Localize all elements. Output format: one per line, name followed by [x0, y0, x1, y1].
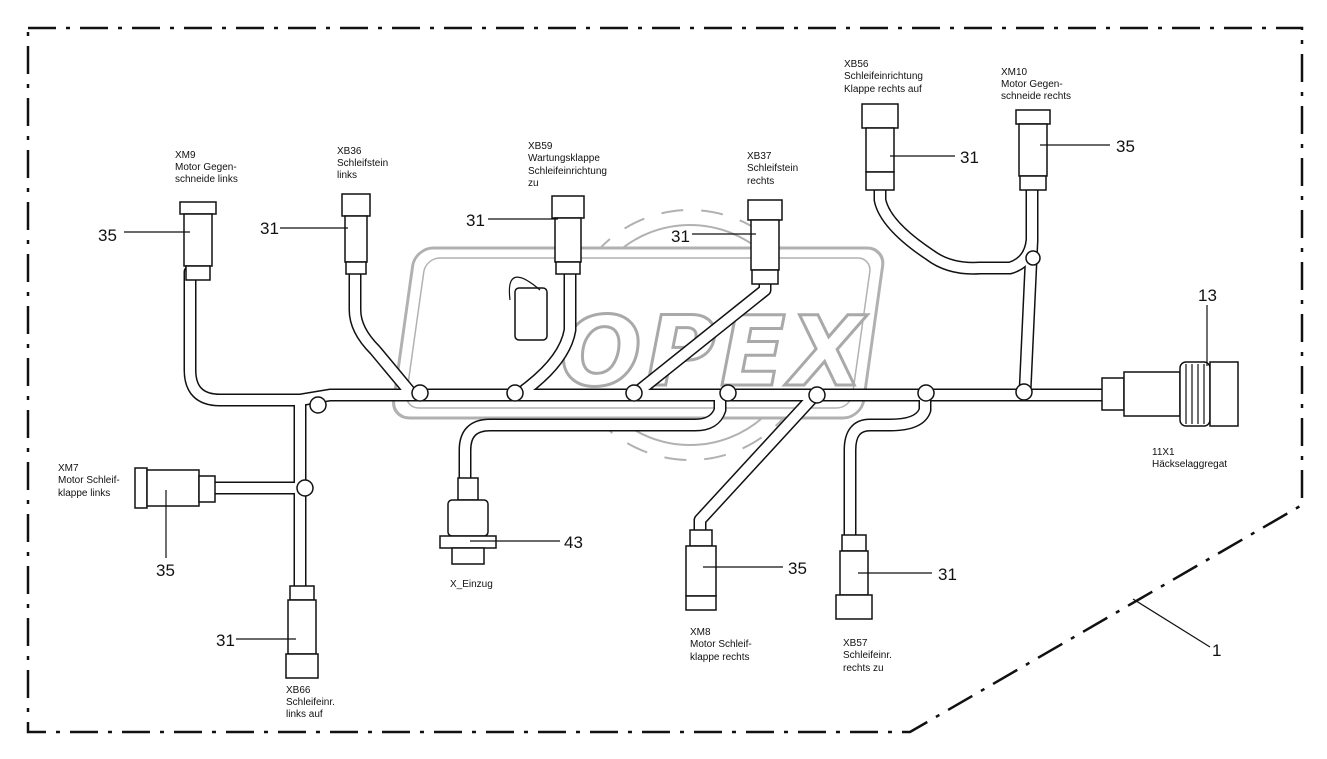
connector-xm9: [179, 201, 217, 281]
svg-text:Motor Schleif-: Motor Schleif-: [690, 639, 752, 650]
connector-xm8: [685, 529, 717, 611]
connector-xb37: [747, 199, 783, 285]
svg-text:Schleifstein: Schleifstein: [337, 158, 388, 169]
assembly-boundary: [26, 26, 1304, 734]
connector-xb56: [861, 103, 899, 191]
svg-text:Wartungsklappe: Wartungsklappe: [528, 153, 600, 164]
svg-text:Schleifeinrichtung: Schleifeinrichtung: [844, 71, 923, 82]
svg-text:schneide rechts: schneide rechts: [1001, 91, 1071, 102]
svg-text:rechts: rechts: [747, 176, 774, 187]
svg-text:XB66: XB66: [286, 685, 311, 696]
callout-xm8: 35: [788, 559, 807, 578]
callout-xb56: 31: [960, 148, 979, 167]
label-x-einzug: X_Einzug: [450, 579, 493, 590]
wire-segment-6: [873, 178, 1039, 275]
svg-text:Motor Gegen-: Motor Gegen-: [175, 162, 237, 173]
callout-xm7: 35: [156, 561, 175, 580]
svg-text:X_Einzug: X_Einzug: [450, 579, 493, 590]
svg-text:Schleifeinr.: Schleifeinr.: [843, 650, 892, 661]
svg-text:schneide links: schneide links: [175, 174, 238, 185]
svg-text:zu: zu: [528, 178, 539, 189]
connector-xm10: [1015, 109, 1051, 191]
label-xb36: XB36 Schleifstein links: [337, 146, 388, 181]
connector-xb59: [508, 195, 585, 341]
label-11x1: 11X1 Häckselaggregat: [1152, 447, 1227, 470]
svg-text:Schleifstein: Schleifstein: [747, 163, 798, 174]
label-xb66: XB66 Schleifeinr. links auf: [286, 685, 335, 720]
connector-xb57: [835, 534, 873, 620]
connectors: [134, 103, 1239, 679]
svg-text:Schleifeinrichtung: Schleifeinrichtung: [528, 166, 607, 177]
callout-xm9: 35: [98, 226, 117, 245]
wire-core-4: [520, 267, 575, 395]
connector-xm7: [134, 467, 216, 509]
connector-xb66: [285, 585, 319, 679]
wire-clips: [296, 250, 1041, 497]
connector-x-einzug: [439, 477, 497, 565]
svg-text:XM7: XM7: [58, 463, 79, 474]
callout-einzug: 43: [564, 533, 583, 552]
svg-text:XB56: XB56: [844, 59, 869, 70]
callout-xb66: 31: [216, 631, 235, 650]
callout-xb59: 31: [466, 211, 485, 230]
label-xb59: XB59 Wartungsklappe Schleifeinrichtung z…: [528, 141, 607, 189]
callout-main: 13: [1198, 286, 1217, 305]
label-xm10: XM10 Motor Gegen- schneide rechts: [1001, 67, 1071, 102]
callout-xb36: 31: [260, 219, 279, 238]
svg-text:klappe links: klappe links: [58, 488, 110, 499]
label-xb57: XB57 Schleifeinr. rechts zu: [843, 638, 892, 674]
svg-text:Motor Schleif-: Motor Schleif-: [58, 475, 120, 486]
callout-xm10: 35: [1116, 137, 1135, 156]
svg-text:Schleifeinr.: Schleifeinr.: [286, 697, 335, 708]
callout-numbers: 35 31 31 31 31 35 13 35 43 35 31 31 1: [98, 137, 1221, 660]
connector-xb36: [341, 193, 371, 275]
label-xm9: XM9 Motor Gegen- schneide links: [175, 150, 238, 185]
svg-text:XM10: XM10: [1001, 67, 1028, 78]
svg-text:XM8: XM8: [690, 627, 711, 638]
callout-xb37: 31: [671, 227, 690, 246]
wire-cores: [185, 180, 1115, 595]
svg-text:links: links: [337, 170, 357, 181]
wire-core-10: [845, 390, 930, 540]
wire-core-3: [350, 267, 415, 397]
leader-lines: [124, 144, 1211, 648]
svg-text:XB37: XB37: [747, 151, 772, 162]
svg-text:rechts zu: rechts zu: [843, 663, 884, 674]
connector-labels: XM9 Motor Gegen- schneide links XB36 Sch…: [58, 59, 1227, 720]
callout-xb57: 31: [938, 565, 957, 584]
harness-wires: [183, 178, 1117, 597]
svg-text:Motor Gegen-: Motor Gegen-: [1001, 79, 1063, 90]
connector-11x1: [1101, 361, 1239, 427]
svg-text:Klappe rechts auf: Klappe rechts auf: [844, 84, 922, 95]
svg-text:XB57: XB57: [843, 638, 868, 649]
svg-text:XB36: XB36: [337, 146, 362, 157]
svg-text:XB59: XB59: [528, 141, 553, 152]
label-xm7: XM7 Motor Schleif- klappe links: [58, 463, 120, 499]
svg-text:XM9: XM9: [175, 150, 196, 161]
svg-text:klappe rechts: klappe rechts: [690, 652, 749, 663]
label-xb56: XB56 Schleifeinrichtung Klappe rechts au…: [844, 59, 923, 95]
svg-text:links auf: links auf: [286, 709, 323, 720]
svg-text:11X1: 11X1: [1152, 447, 1175, 458]
label-xb37: XB37 Schleifstein rechts: [747, 151, 798, 187]
wire-core-8: [460, 390, 725, 485]
callout-frame: 1: [1212, 641, 1221, 660]
svg-text:Häckselaggregat: Häckselaggregat: [1152, 459, 1227, 470]
label-xm8: XM8 Motor Schleif- klappe rechts: [690, 627, 752, 663]
wire-core-0: [185, 267, 1115, 405]
